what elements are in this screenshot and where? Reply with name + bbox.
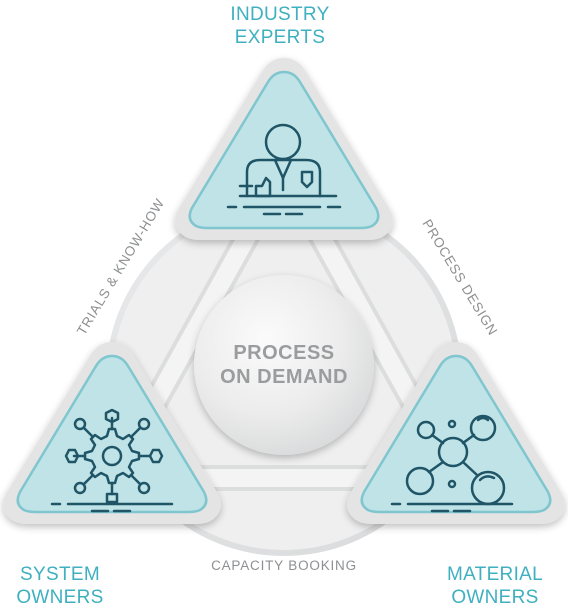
node-label-material-owners: MATERIAL OWNERS [425,563,565,609]
center-title-line: ON DEMAND [220,366,348,388]
node-label-system-owners: SYSTEM OWNERS [0,563,130,609]
node-label-line: SYSTEM [20,564,100,585]
gear-network-icon [50,408,174,513]
connector-triangle [100,157,468,491]
center-sphere [194,275,374,455]
triangle-system-owners [3,342,221,524]
center-title: PROCESS ON DEMAND [184,341,384,389]
center-title-line: PROCESS [233,342,335,364]
node-label-line: INDUSTRY [230,4,330,25]
edge-label-capacity-booking: CAPACITY BOOKING [211,558,357,573]
node-label-line: OWNERS [451,587,539,608]
molecule-icon [390,414,514,513]
node-label-line: MATERIAL [446,564,543,585]
node-label-line: OWNERS [16,587,104,608]
node-label-line: EXPERTS [234,27,326,48]
expert-person-icon [226,123,342,216]
triangle-industry-experts [175,58,393,240]
node-label-industry-experts: INDUSTRY EXPERTS [180,3,380,49]
